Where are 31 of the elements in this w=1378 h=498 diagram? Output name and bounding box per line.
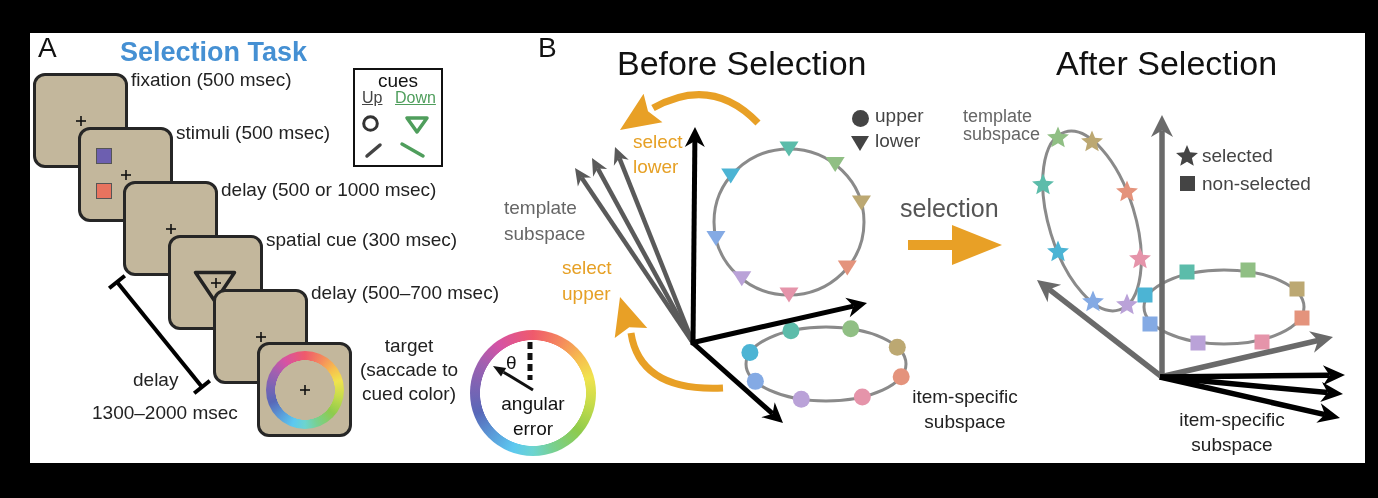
axis-label: template subspace [963,107,1042,143]
arrow-label: select upper [562,256,613,306]
screen-label: stimuli (500 msec) [176,122,331,144]
angle-symbol: θ [506,352,517,374]
panel-title: Selection Task [120,36,308,68]
arrow-label: select lower [633,130,684,179]
screen-label: delay (500–700 msec) [311,282,499,304]
cue-label: Down [395,89,436,107]
key-heading: cues [376,70,420,91]
panel-letter: B [538,32,557,64]
screen-label: target (saccade to cued color) [358,334,460,406]
legend-label: upper [875,105,924,127]
legend-label: non-selected [1202,173,1311,195]
legend-label: lower [875,130,921,152]
panel-heading: After Selection [1056,43,1278,83]
axis-label: template subspace [504,196,587,246]
screen-label: spatial cue (300 msec) [266,229,458,251]
axis-label: item-specific subspace [911,385,1019,434]
panel-heading: Before Selection [617,43,867,83]
screen-label: fixation (500 msec) [131,69,292,91]
bracket-label: delay [133,369,179,391]
cue-label: Up [362,89,383,107]
arrow-label: selection [900,194,999,222]
task-screen [257,342,352,437]
screen-label: delay (500 or 1000 msec) [221,179,437,201]
panel-letter: A [38,32,57,64]
axis-label: item-specific subspace [1178,408,1286,457]
legend-label: selected [1202,145,1273,167]
bracket-label: 1300–2000 msec [92,402,238,424]
cue-key-panel [353,68,443,167]
wheel-label: angular error [500,392,566,441]
